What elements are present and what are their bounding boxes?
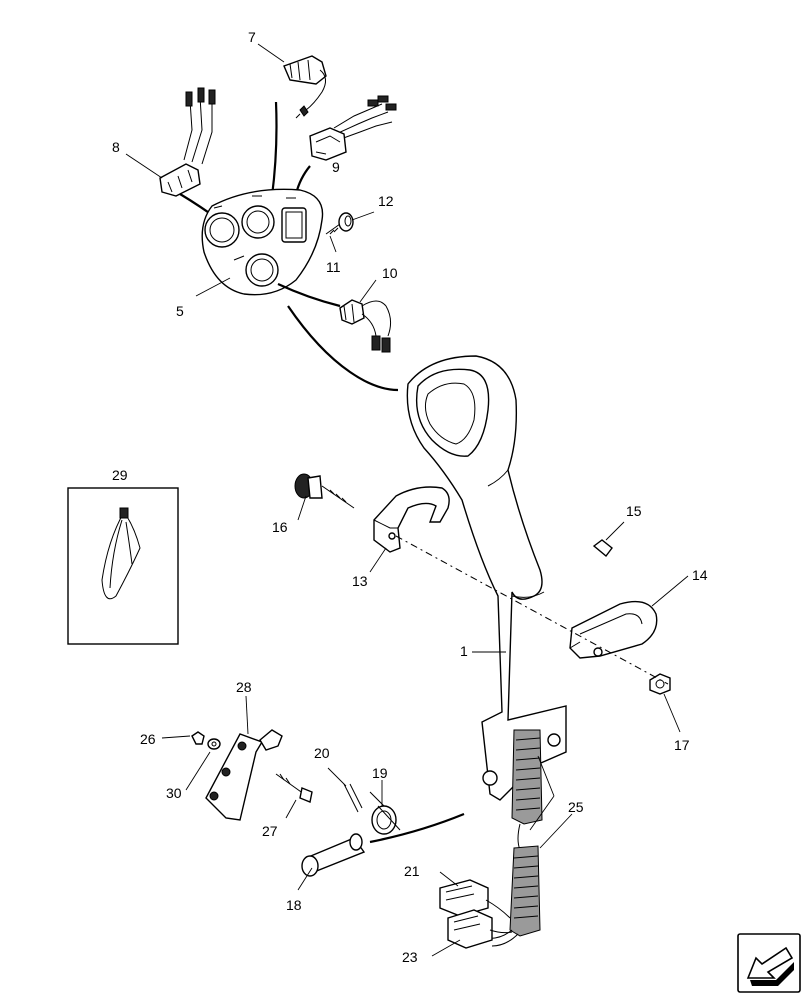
callout-19: 19 (372, 765, 388, 781)
callout-18: 18 (286, 897, 302, 913)
callout-10: 10 (382, 265, 398, 281)
callout-labels: 7 8 9 5 10 11 12 29 16 13 15 14 1 17 25 … (112, 29, 708, 913)
callout-5: 5 (176, 303, 184, 319)
callout-7: 7 (248, 29, 256, 45)
part-16-bolt (294, 473, 355, 509)
callout-12: 12 (378, 193, 394, 209)
callout-29: 29 (112, 467, 128, 483)
part-29-box (67, 487, 179, 645)
part-8-switch (159, 87, 216, 197)
part-10-switch (339, 299, 392, 353)
part-19-spring (369, 791, 401, 835)
callout-30: 30 (166, 785, 182, 801)
callout-20: 20 (314, 745, 330, 761)
axis-line (395, 535, 669, 685)
callout-11: 11 (326, 259, 341, 275)
callout-1: 1 (460, 643, 468, 659)
callout-27: 27 (262, 823, 278, 839)
callout-16: 16 (272, 519, 288, 535)
callout-28: 28 (236, 679, 252, 695)
part-25-harness (485, 729, 543, 947)
callout-15: 15 (626, 503, 642, 519)
connector-line (277, 283, 341, 308)
callout-14: 14 (692, 567, 708, 583)
part-26-30-nut-washer (191, 731, 221, 750)
callout-9: 9 (332, 159, 340, 175)
part-17-nut (649, 673, 671, 695)
part-21-23-connectors (439, 879, 513, 949)
connector-line (270, 101, 278, 197)
part-20-pin (343, 783, 363, 813)
callout-17: 17 (674, 737, 690, 753)
part-27-bolt (275, 773, 313, 803)
part-18-pin (301, 833, 366, 877)
part-9-connector (309, 95, 397, 161)
callout-13: 13 (352, 573, 368, 589)
connector-line (369, 812, 465, 844)
part-7-switch (283, 55, 327, 119)
part-1-lever (406, 355, 567, 801)
part-13-bracket (373, 486, 450, 553)
leader-lines (125, 43, 689, 957)
part-28-plate (205, 729, 283, 821)
callout-8: 8 (112, 139, 120, 155)
arrow-icon[interactable] (737, 933, 801, 993)
part-14-clamp (569, 600, 658, 659)
callout-25: 25 (568, 799, 584, 815)
callout-26: 26 (140, 731, 156, 747)
part-15-clip (592, 539, 613, 558)
part-11-12-screw (325, 212, 354, 235)
connector-line (287, 305, 399, 392)
part-5-switch-panel (201, 188, 324, 296)
